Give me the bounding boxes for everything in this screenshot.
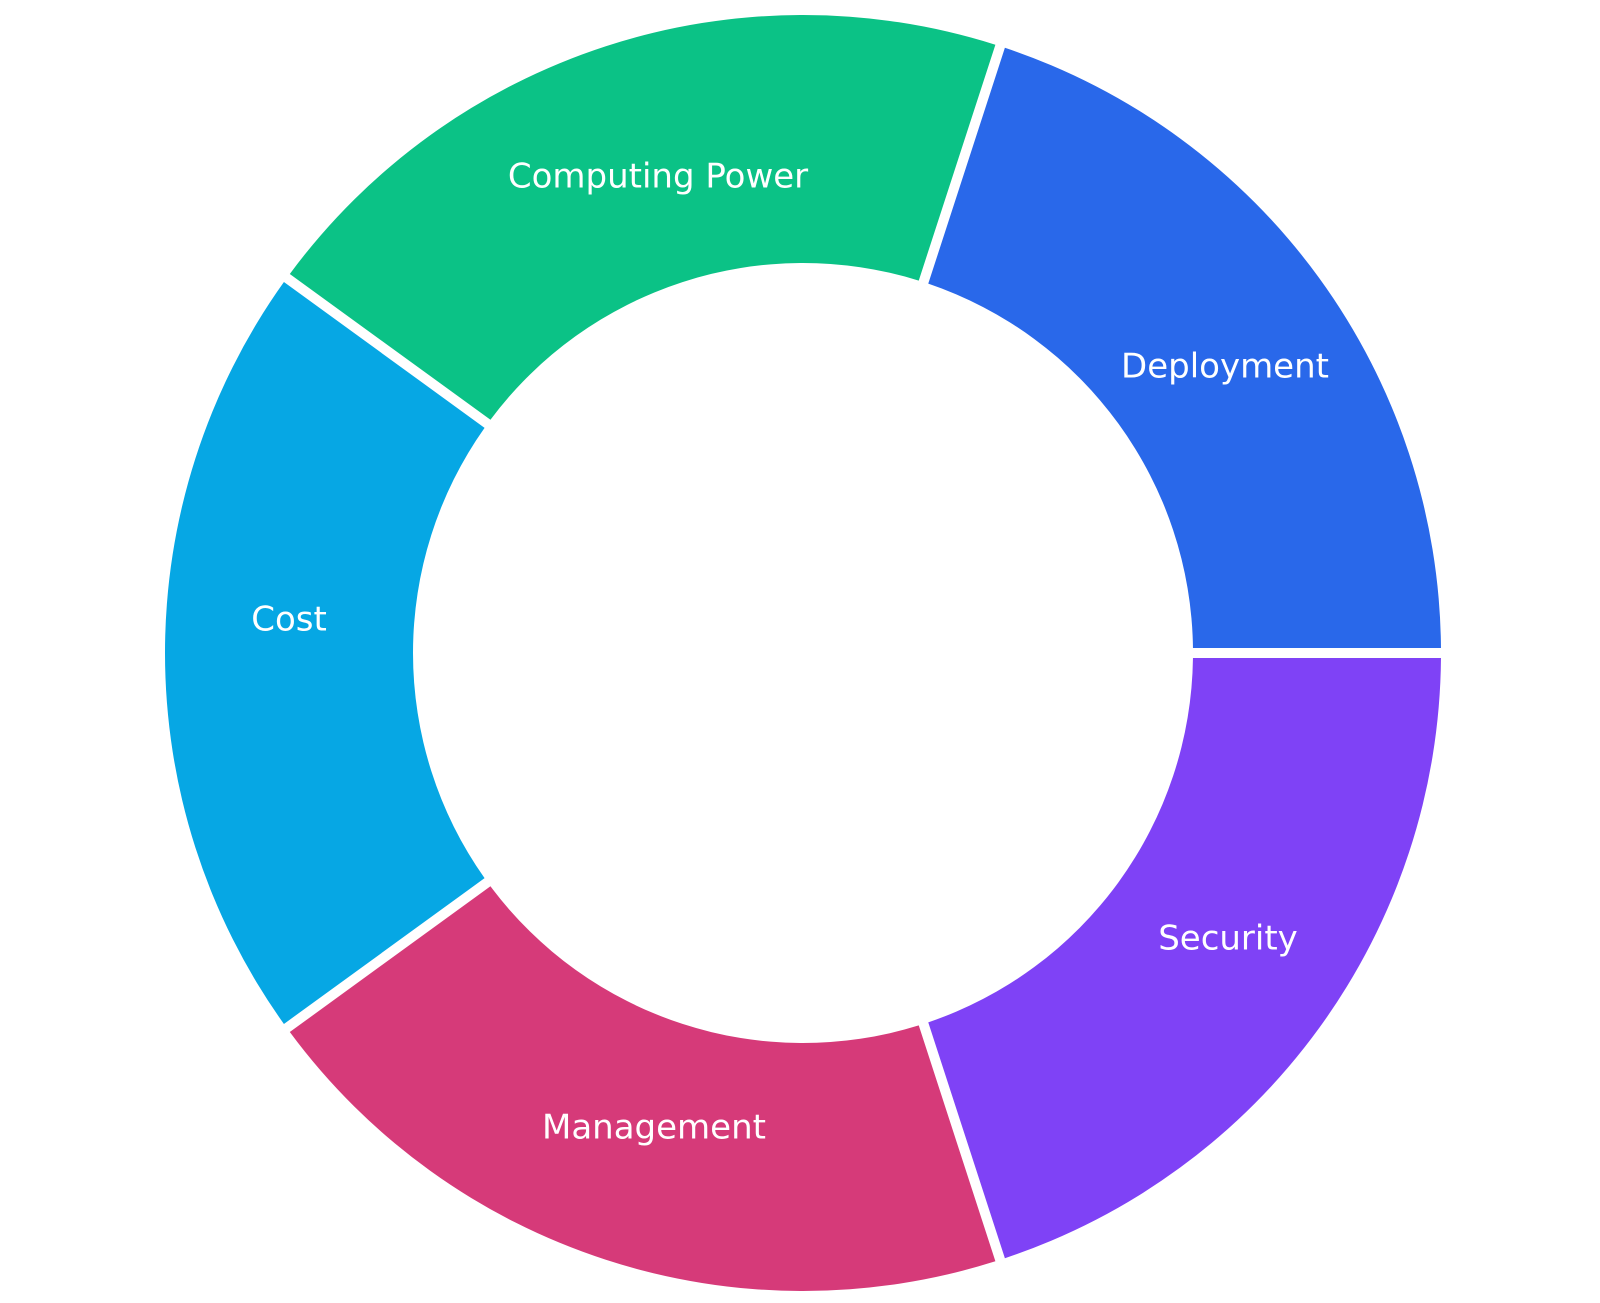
segment-management	[164, 282, 485, 1024]
donut-segments	[164, 15, 1441, 1291]
segment-deployment	[928, 47, 1441, 649]
segment-security	[289, 15, 996, 420]
segment-label-cost: Cost	[251, 600, 327, 640]
segment-label-management: Management	[542, 1108, 766, 1148]
segment-computing-power	[928, 658, 1441, 1259]
segment-label-security: Security	[1158, 919, 1298, 959]
segment-label-computing-power: Computing Power	[508, 157, 808, 197]
donut-labels: Deployment Security Management Cost Comp…	[251, 157, 1329, 1148]
segment-cost	[289, 886, 996, 1291]
segment-label-deployment: Deployment	[1121, 347, 1329, 387]
